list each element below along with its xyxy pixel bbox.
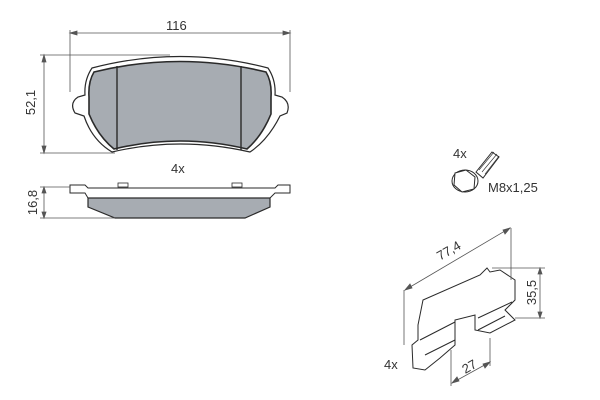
pad-dimension-lines [40,30,292,220]
bolt-thread-label: M8x1,25 [488,180,538,195]
clip-height-label: 35,5 [524,279,540,306]
pad-thickness-label: 16,8 [25,189,41,216]
pad-quantity-label: 4x [171,161,185,176]
bolt-quantity-label: 4x [453,146,467,161]
clip-dimension-lines [403,227,545,386]
pad-width-label: 116 [166,18,187,33]
brake-pad-front-view [72,55,289,153]
brake-pad-side-view [69,182,291,219]
bolt-drawing [451,151,500,193]
clip-drawing [411,267,516,371]
pad-height-label: 52,1 [23,89,39,116]
clip-quantity-label: 4x [384,357,398,372]
